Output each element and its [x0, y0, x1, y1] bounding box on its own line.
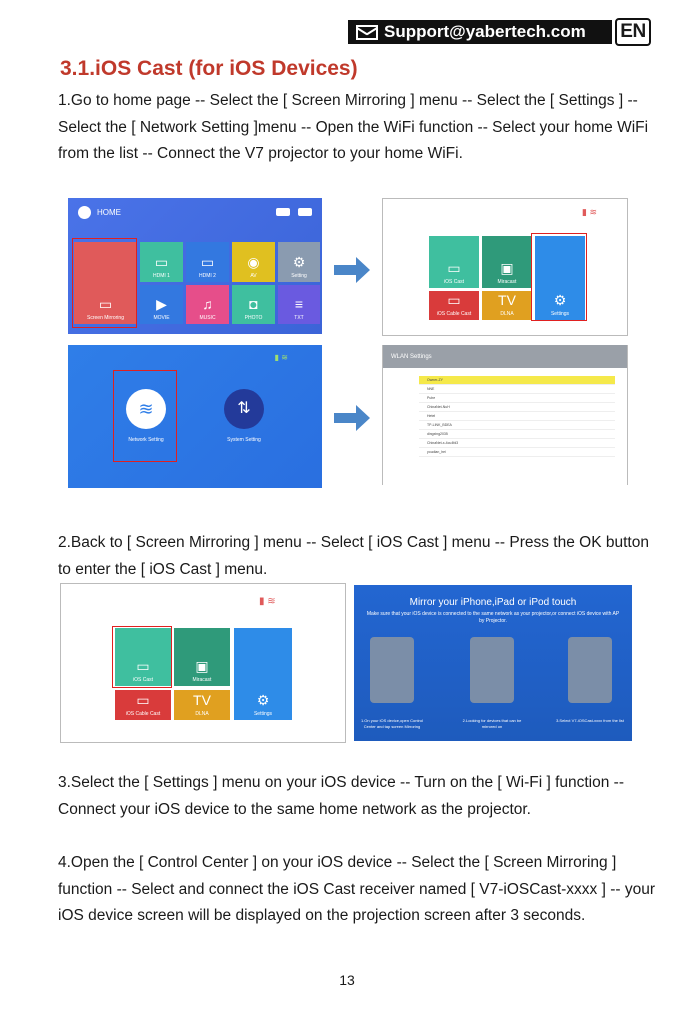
- mirror-title: Mirror your iPhone,iPad or iPod touch: [409, 597, 577, 608]
- tile-hdmi1: ▭HDMI 1: [140, 242, 183, 282]
- phone-image: [370, 637, 414, 703]
- tile-settings: ⚙Settings: [535, 236, 585, 320]
- sliders-icon: ⇅: [224, 389, 264, 429]
- tile-av: ◉AV: [232, 242, 275, 282]
- wlan-row: TP-LINK_BDEA: [419, 421, 615, 430]
- status-icons: [276, 208, 312, 216]
- arrow-right-icon: [334, 257, 370, 283]
- tile-ios-cast: ▭iOS Cast: [429, 236, 479, 288]
- support-email-bar: Support@yabertech.com: [348, 20, 612, 44]
- tile-ios-cable-cast: ▭iOS Cable Cast: [429, 291, 479, 320]
- wifi-icon: ▮ ≋: [259, 596, 276, 607]
- highlight-network-setting: [113, 370, 177, 462]
- support-email: Support@yabertech.com: [384, 22, 586, 41]
- step-3-text: 3.Select the [ Settings ] menu on your i…: [58, 774, 624, 818]
- wlan-settings-image: WLAN Settings Owner-ZY NNE Puhe ChinaNet…: [382, 345, 628, 485]
- wlan-row: dingxing2035: [419, 430, 615, 439]
- tile-movie: ▶MOVIE: [140, 285, 183, 324]
- wifi-status-icon: ▮ ≋: [274, 353, 288, 362]
- highlight-ios-cast: [112, 626, 172, 688]
- step-1-text: 1.Go to home page -- Select the [ Screen…: [58, 92, 649, 162]
- mirror-menu-image-1: ▮ ≋ ▭iOS Cast ▣Miracast ⚙Settings ▭iOS C…: [382, 198, 628, 336]
- tile-ios-cast: ▭iOS Cast: [115, 628, 171, 686]
- arrow-right-icon: [334, 405, 370, 431]
- wlan-row: ChinaNet-x-4cu4fd3: [419, 439, 615, 448]
- network-setting-label: Network Setting: [128, 437, 164, 443]
- step-4-text: 4.Open the [ Control Center ] on your iO…: [58, 854, 655, 924]
- home-icon: [78, 206, 91, 219]
- phone-image: [470, 637, 514, 703]
- mirror-caption: 3.Select V7-iOSCast-xxxx from the list: [556, 718, 624, 723]
- tile-photo: ◘PHOTO: [232, 285, 275, 324]
- mirror-instructions-image: Mirror your iPhone,iPad or iPod touch Ma…: [354, 585, 632, 741]
- language-badge: EN: [615, 18, 651, 46]
- highlight-screen-mirroring: [72, 238, 137, 328]
- wlan-title-bar: WLAN Settings: [383, 345, 627, 368]
- wlan-row: Owner-ZY: [419, 376, 615, 385]
- mirror-subtitle: Make sure that your iOS device is connec…: [366, 611, 620, 624]
- wlan-row: NNE: [419, 385, 615, 394]
- tile-miracast: ▣Miracast: [174, 628, 230, 686]
- mirror-caption: 2.Looking for devices that can be mirror…: [462, 718, 522, 729]
- tile-settings: ⚙Settings: [234, 628, 292, 720]
- tile-hdmi2: ▭HDMI 2: [186, 242, 229, 282]
- wlan-row: Puhe: [419, 394, 615, 403]
- wlan-row: youdian_hei: [419, 448, 615, 457]
- tile-miracast: ▣Miracast: [482, 236, 532, 288]
- tile-music: ♫MUSIC: [186, 285, 229, 324]
- phone-image: [568, 637, 612, 703]
- tile-txt: ≡TXT: [278, 285, 320, 324]
- tile-ios-cable-cast: ▭iOS Cable Cast: [115, 690, 171, 720]
- network-settings-image: ▮ ≋ ≋ Network Setting ⇅ System Setting: [68, 345, 322, 488]
- mirror-menu-image-2: ▮ ≋ ▭iOS Cast ▣Miracast ⚙Settings ▭iOS C…: [60, 583, 346, 743]
- section-title: 3.1.iOS Cast (for iOS Devices): [60, 57, 358, 80]
- mirror-caption: 1.On your iOS device,open Control Center…: [360, 718, 424, 729]
- tile-setting: ⚙Setting: [278, 242, 320, 282]
- system-setting-label: System Setting: [227, 437, 261, 443]
- wifi-icon: ▮ ≋: [582, 207, 597, 217]
- home-screen-image: HOME ▭Screen Mirroring ▭HDMI 1 ▭HDMI 2 ◉…: [68, 198, 322, 334]
- page-number: 13: [339, 972, 355, 988]
- tile-screen-mirroring: ▭Screen Mirroring: [74, 242, 137, 324]
- highlight-settings: [531, 233, 587, 321]
- mail-icon: [356, 24, 378, 40]
- wifi-icon: ≋: [126, 389, 166, 429]
- step-2-text: 2.Back to [ Screen Mirroring ] menu -- S…: [58, 534, 649, 578]
- wlan-row: Hetel: [419, 412, 615, 421]
- home-label: HOME: [97, 208, 121, 217]
- wlan-row: ChinaNet-NuH: [419, 403, 615, 412]
